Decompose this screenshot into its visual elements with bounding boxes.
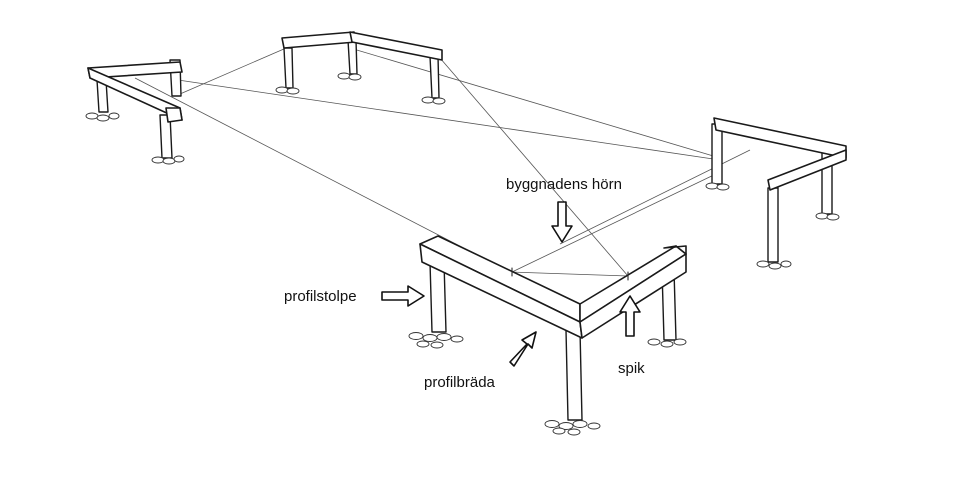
arrow-profile-post [381,285,425,307]
pebbles-top-left-b [151,155,185,165]
arrow-nail [619,295,641,337]
pebbles-front-right [647,338,687,348]
arrow-profile-board [509,331,537,367]
pebbles-front-bottom [544,420,601,436]
corner-frame-top-middle [275,31,446,105]
nail-markers [511,267,629,281]
pebbles-top-middle [275,72,446,105]
pebbles-top-left-a [85,112,120,122]
label-profile-board: profilbräda [424,374,495,391]
pebbles-right [705,182,840,270]
arrow-building-corner [551,201,573,243]
corner-frame-top-left [85,59,185,165]
label-profile-post: profilstolpe [284,288,357,305]
label-nail: spik [618,360,645,377]
label-building-corner: byggnadens hörn [506,176,622,193]
pebbles-front-left [408,332,464,349]
corner-frame-front[interactable] [408,235,687,436]
corner-frame-right [705,117,847,270]
